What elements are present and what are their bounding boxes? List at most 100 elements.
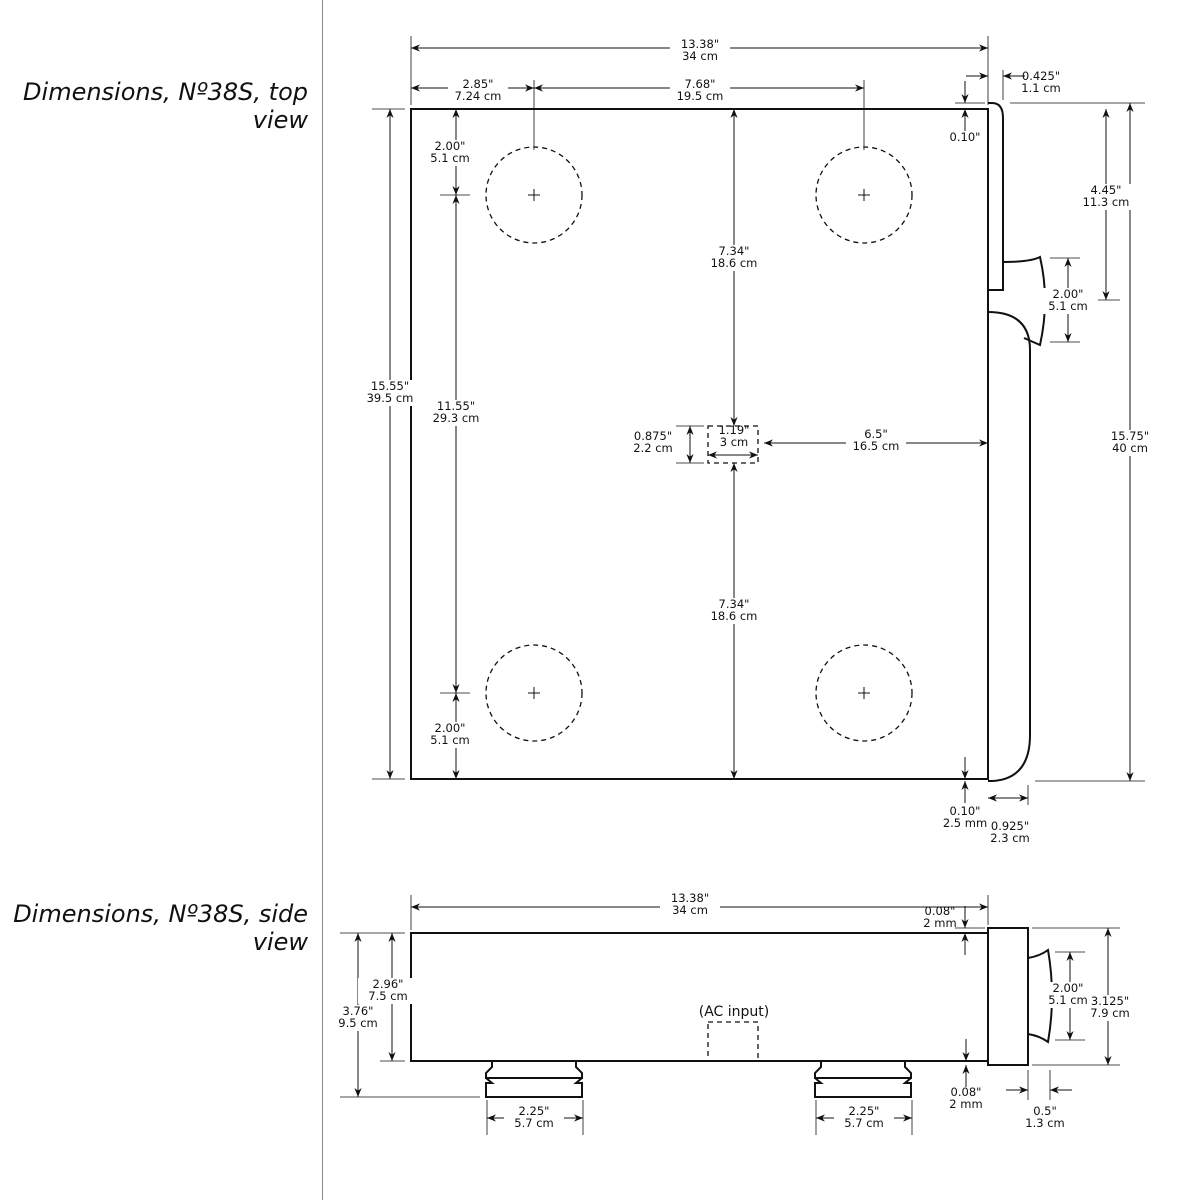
- dimension-top-view-dims-9-label-bg: [420, 140, 480, 166]
- dimension-imperial: 13.38": [681, 37, 719, 51]
- dimension-imperial: 3.125": [1091, 994, 1129, 1008]
- dimension-side-view-dims-9: 2.25"5.7 cm: [844, 1104, 883, 1130]
- dimension-lines: [354, 44, 1134, 1122]
- dimension-imperial: 13.38": [671, 891, 709, 905]
- dimension-top-view-dims-14: 0.875"2.2 cm: [633, 429, 672, 455]
- dimension-top-view-dims-5: 4.45"11.3 cm: [1083, 183, 1130, 209]
- dimension-top-view-dims-16: 6.5"16.5 cm: [853, 427, 900, 453]
- divider: [322, 0, 323, 1200]
- dimension-imperial: 0.10": [950, 130, 981, 144]
- dimension-metric: 29.3 cm: [433, 411, 480, 425]
- side-view-chassis: [410, 927, 1053, 1066]
- dimension-metric: 34 cm: [682, 49, 718, 63]
- dimension-side-view-dims-0-label-bg: [660, 892, 720, 918]
- dimension-metric: 1.1 cm: [1021, 81, 1060, 95]
- dimension-top-view-dims-7-label-bg: [1038, 288, 1098, 314]
- dimension-imperial: 2.00": [435, 721, 466, 735]
- dimension-side-view-dims-8-label-bg: [504, 1105, 564, 1131]
- dimension-side-view-dims-5: 3.125"7.9 cm: [1090, 994, 1129, 1020]
- dimension-metric: 5.1 cm: [1048, 299, 1087, 313]
- dimension-imperial: 2.00": [1053, 287, 1084, 301]
- dimension-imperial: 0.08": [951, 1085, 982, 1099]
- dimension-imperial: 2.00": [1053, 981, 1084, 995]
- dimension-imperial: 1.19": [719, 423, 750, 437]
- dimension-metric: 3 cm: [720, 435, 749, 449]
- dimension-top-view-dims-1: 2.85"7.24 cm: [455, 77, 502, 103]
- dimension-top-view-dims-5-label-bg: [1076, 184, 1136, 210]
- dimension-metric: 18.6 cm: [711, 256, 758, 270]
- dimension-metric: 2.3 cm: [990, 831, 1029, 845]
- dimension-metric: 5.7 cm: [844, 1116, 883, 1130]
- dimension-side-view-dims-8: 2.25"5.7 cm: [514, 1104, 553, 1130]
- dimension-imperial: 2.25": [519, 1104, 550, 1118]
- dimension-top-view-dims-6-label-bg: [1100, 430, 1160, 456]
- dimension-top-view-dims-18: 0.925"2.3 cm: [990, 819, 1029, 845]
- dimension-metric: 1.3 cm: [1025, 1116, 1064, 1130]
- dimension-top-view-dims-8: 15.55"39.5 cm: [367, 379, 414, 405]
- dimension-side-view-dims-5-label-bg: [1080, 995, 1140, 1021]
- side-feet: [485, 1061, 912, 1098]
- dimension-top-view-dims-11: 2.00"5.1 cm: [430, 721, 469, 747]
- dimension-top-view-dims-0: 13.38"34 cm: [681, 37, 719, 63]
- dimension-imperial: 0.10": [950, 804, 981, 818]
- dimension-side-view-dims-1: 0.08"2 mm: [923, 904, 956, 930]
- dimension-side-view-dims-4: 2.00"5.1 cm: [1048, 981, 1087, 1007]
- dimension-metric: 5.1 cm: [1048, 993, 1087, 1007]
- dimension-label-backgrounds: [328, 38, 1160, 1131]
- dimension-metric: 18.6 cm: [711, 609, 758, 623]
- dimension-imperial: 11.55": [437, 399, 475, 413]
- dimension-metric: 9.5 cm: [338, 1016, 377, 1030]
- dimension-metric: 5.1 cm: [430, 733, 469, 747]
- dimension-metric: 7.24 cm: [455, 89, 502, 103]
- dimension-top-view-dims-17: 0.10"2.5 mm: [943, 804, 987, 830]
- dimension-metric: 2.2 cm: [633, 441, 672, 455]
- dimension-top-view-dims-4: 0.10": [950, 130, 981, 144]
- dimension-top-view-dims-2-label-bg: [670, 78, 730, 104]
- dimension-metric: 34 cm: [672, 903, 708, 917]
- dimension-imperial: 3.76": [343, 1004, 374, 1018]
- dimension-imperial: 6.5": [864, 427, 888, 441]
- ac-input-label: (AC input): [699, 1004, 770, 1020]
- dimension-metric: 5.7 cm: [514, 1116, 553, 1130]
- dimension-top-view-dims-9: 2.00"5.1 cm: [430, 139, 469, 165]
- dimension-imperial: 0.875": [634, 429, 672, 443]
- side-view-heading: Dimensions, Nº38S, side view: [13, 900, 308, 956]
- dimension-imperial: 7.34": [719, 244, 750, 258]
- dimension-imperial: 0.08": [925, 904, 956, 918]
- dimension-top-view-dims-16-label-bg: [846, 428, 906, 454]
- dimension-metric: 11.3 cm: [1083, 195, 1130, 209]
- top-view-heading: Dimensions, Nº38S, top view: [23, 78, 308, 134]
- ac-input-outline: [707, 1021, 759, 1062]
- dimension-imperial: 7.34": [719, 597, 750, 611]
- dimension-metric: 2.5 mm: [943, 816, 987, 830]
- dimension-top-view-dims-8-label-bg: [360, 380, 420, 406]
- dimension-side-view-dims-2-label-bg: [358, 978, 418, 1004]
- dimension-top-view-dims-2: 7.68"19.5 cm: [677, 77, 724, 103]
- dimension-side-view-dims-0: 13.38"34 cm: [671, 891, 709, 917]
- dimension-imperial: 7.68": [685, 77, 716, 91]
- dimension-imperial: 2.85": [463, 77, 494, 91]
- dimension-top-view-dims-15: 1.19"3 cm: [719, 423, 750, 449]
- dimension-top-view-dims-10: 11.55"29.3 cm: [433, 399, 480, 425]
- dimension-imperial: 0.5": [1033, 1104, 1057, 1118]
- dimension-metric: 7.9 cm: [1090, 1006, 1129, 1020]
- dimension-metric: 2 mm: [949, 1097, 982, 1111]
- dimension-side-view-dims-6: 0.08"2 mm: [949, 1085, 982, 1111]
- dimension-imperial: 15.75": [1111, 429, 1149, 443]
- dimension-side-view-dims-2: 2.96"7.5 cm: [368, 977, 407, 1003]
- dimension-imperial: 4.45": [1091, 183, 1122, 197]
- dimension-side-view-dims-7: 0.5"1.3 cm: [1025, 1104, 1064, 1130]
- dimension-top-view-dims-11-label-bg: [420, 722, 480, 748]
- dimension-imperial: 0.425": [1022, 69, 1060, 83]
- dimension-top-view-dims-3: 0.425"1.1 cm: [1021, 69, 1060, 95]
- dimension-metric: 5.1 cm: [430, 151, 469, 165]
- dimension-top-view-dims-6: 15.75"40 cm: [1111, 429, 1149, 455]
- dimension-imperial: 0.925": [991, 819, 1029, 833]
- dimension-side-view-dims-3-label-bg: [328, 1005, 388, 1031]
- dimension-side-view-dims-3: 3.76"9.5 cm: [338, 1004, 377, 1030]
- dimension-annotations: 13.38"34 cm2.85"7.24 cm7.68"19.5 cm0.425…: [338, 37, 1149, 1130]
- dimension-top-view-dims-12-label-bg: [704, 245, 764, 271]
- dimension-top-view-dims-0-label-bg: [670, 38, 730, 64]
- dimension-side-view-dims-9-label-bg: [834, 1105, 894, 1131]
